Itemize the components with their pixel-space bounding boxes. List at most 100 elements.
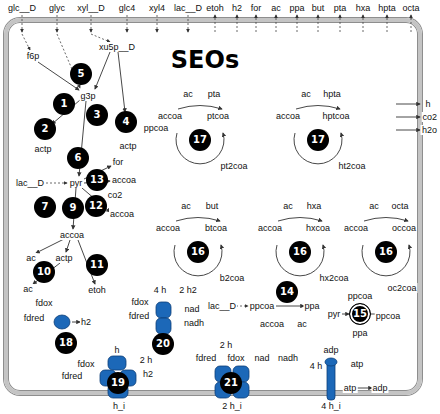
reaction-circle: 13 xyxy=(86,169,108,191)
metabolite-label: fdred xyxy=(23,313,46,323)
reaction-number: 5 xyxy=(78,68,85,80)
metabolite-label: g3p xyxy=(79,91,96,101)
metabolite-label: but xyxy=(311,3,326,13)
reaction-circle: 12 xyxy=(85,195,107,217)
reaction-circle: 19 xyxy=(107,372,129,394)
metabolite-label: fdox xyxy=(130,297,149,307)
reaction-circle: 17 xyxy=(189,129,211,151)
metabolite-label: 4 h xyxy=(153,285,168,295)
metabolite-label: atp xyxy=(343,383,358,393)
reaction-number: 1 xyxy=(61,98,68,110)
metabolite-label: actp xyxy=(118,141,137,151)
metabolite-label: actp xyxy=(33,144,52,154)
metabolite-label: ac xyxy=(270,3,282,13)
metabolite-label: h xyxy=(424,99,431,109)
metabolite-label: actp xyxy=(54,253,73,263)
transporter-shapes xyxy=(54,302,337,400)
metabolite-label: oc2coa xyxy=(386,283,417,293)
metabolite-label: glc4 xyxy=(118,3,137,13)
metabolite-label: fdox xyxy=(226,353,245,363)
metabolite-label: fdred xyxy=(128,311,151,321)
reaction-number: 20 xyxy=(156,338,170,350)
reaction-number: 7 xyxy=(42,201,49,213)
metabolite-label: ht2coa xyxy=(337,161,366,171)
metabolite-label: f6p xyxy=(26,51,41,61)
reaction-circle: 16 xyxy=(375,241,397,263)
metabolite-label: ppa xyxy=(351,328,368,338)
metabolite-label: ac xyxy=(300,89,312,99)
metabolite-label: fdox xyxy=(34,298,53,308)
metabolite-label: ac xyxy=(296,319,308,329)
reaction-circle: 17 xyxy=(307,129,329,151)
reaction-circle: 1 xyxy=(53,93,75,115)
metabolite-label: fdox xyxy=(76,359,95,369)
reaction-circle: 11 xyxy=(86,254,108,276)
metabolite-label: lac__D xyxy=(15,178,45,188)
reaction-number: 13 xyxy=(90,174,104,186)
metabolite-label: pta xyxy=(333,3,348,13)
metabolite-label: accoa xyxy=(343,223,369,233)
metabolite-label: hx2coa xyxy=(318,273,349,283)
reaction-number: 11 xyxy=(90,259,104,271)
reaction-number: 14 xyxy=(280,286,294,298)
metabolite-label: ac xyxy=(282,201,294,211)
reaction-circle: 14 xyxy=(276,281,298,303)
metabolite-label: adp xyxy=(371,383,388,393)
metabolite-label: pyr xyxy=(327,309,342,319)
reaction-number: 9 xyxy=(70,202,77,214)
reaction-circle: 7 xyxy=(34,196,56,218)
metabolite-label: btcoa xyxy=(204,223,228,233)
metabolite-label: h xyxy=(113,345,120,355)
metabolite-label: ac xyxy=(182,89,194,99)
reaction-circle: 5 xyxy=(70,63,92,85)
reaction-number: 10 xyxy=(37,266,51,278)
metabolite-label: ptcoa xyxy=(206,111,230,121)
metabolite-label: fdred xyxy=(61,371,84,381)
metabolite-label: h2 xyxy=(231,3,243,13)
reaction-circle: 15 xyxy=(349,303,371,325)
metabolite-label: nadh xyxy=(277,353,299,363)
reaction-number: 16 xyxy=(379,246,393,258)
reaction-circle: 16 xyxy=(187,241,209,263)
cell-title: SEOs xyxy=(171,46,239,74)
reaction-circle: 10 xyxy=(33,261,55,283)
metabolite-label: hxcoa xyxy=(305,223,331,233)
metabolite-label: occoa xyxy=(391,223,417,233)
metabolite-label: h2o xyxy=(421,125,438,135)
metabolite-label: ac xyxy=(25,253,37,263)
metabolite-label: lac__D xyxy=(207,301,237,311)
reaction-circle: 3 xyxy=(86,104,108,126)
metabolite-label: pta xyxy=(207,89,222,99)
reaction-number: 12 xyxy=(89,200,103,212)
metabolite-label: etoh xyxy=(205,3,225,13)
metabolite-label: hpta xyxy=(322,89,342,99)
metabolite-label: octa xyxy=(401,3,420,13)
metabolite-label: for xyxy=(250,3,263,13)
reaction-circle: 2 xyxy=(34,118,56,140)
metabolite-label: ac xyxy=(22,284,34,294)
metabolite-label: nadh xyxy=(183,318,205,328)
metabolite-label: ppcoa xyxy=(375,311,402,321)
metabolite-label: accoa xyxy=(155,223,181,233)
metabolite-label: accoa xyxy=(275,111,301,121)
metabolite-label: accoa xyxy=(109,209,135,219)
metabolite-label: hptcoa xyxy=(321,111,350,121)
metabolite-label: glyc xyxy=(48,3,66,13)
metabolite-label: pyr xyxy=(69,178,84,188)
metabolite-label: for xyxy=(112,157,125,167)
metabolite-label: 2 h_i xyxy=(221,401,243,411)
metabolite-label: accoa xyxy=(111,175,137,185)
metabolite-label: accoa xyxy=(157,111,183,121)
reaction-number: 15 xyxy=(353,308,367,320)
metabolite-label: xu5p__D xyxy=(98,42,136,52)
metabolite-label: lac__D xyxy=(173,3,203,13)
metabolite-label: 4 h_i xyxy=(320,401,342,411)
metabolite-label: hxa xyxy=(355,3,372,13)
metabolite-label: 2 h xyxy=(219,340,234,350)
exchange-arrows xyxy=(22,15,411,306)
reaction-circle: 6 xyxy=(67,147,89,169)
metabolite-label: accoa xyxy=(259,319,285,329)
reaction-circle: 18 xyxy=(55,332,77,354)
metabolite-label: ac xyxy=(368,201,380,211)
